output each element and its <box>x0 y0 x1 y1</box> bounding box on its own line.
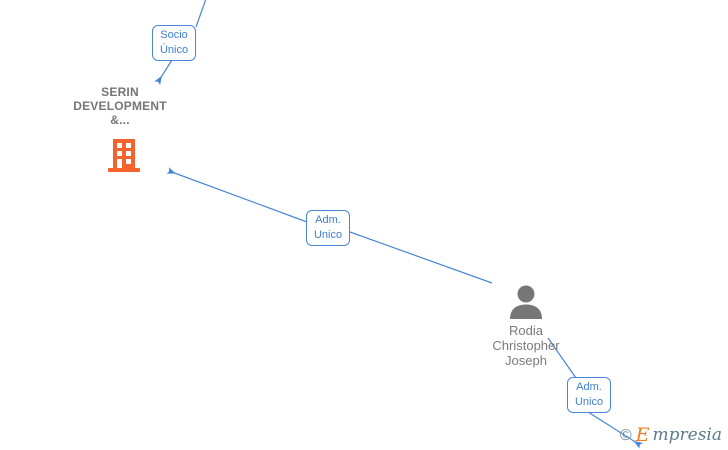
edge-socio-unico-to-company <box>154 59 173 86</box>
relation-label-socio-unico[interactable]: Socio Único <box>152 25 196 61</box>
company-label-line-2: DEVELOPMENT <box>73 99 167 113</box>
person-label-line-2: Christopher <box>492 338 560 353</box>
person-label-line-3: Joseph <box>505 353 547 368</box>
edge-admunico-center-to-company <box>166 167 308 223</box>
building-icon[interactable] <box>106 139 142 178</box>
relation-label-adm-unico-bottom[interactable]: Adm. Unico <box>567 377 611 413</box>
edge-person-to-company <box>349 231 493 284</box>
relation-label-adm-unico-bottom-line-2: Unico <box>574 396 604 408</box>
relation-label-adm-unico-center-line-2: Unico <box>313 229 343 241</box>
copyright-icon: © <box>619 426 632 444</box>
company-label: SERIN DEVELOPMENT &... <box>35 85 205 127</box>
watermark-empresia: © E mpresia <box>620 426 722 445</box>
person-label-line-1: Rodia <box>509 323 543 338</box>
edge-incoming-top <box>195 0 207 28</box>
person-label: Rodia Christopher Joseph <box>446 323 606 368</box>
relation-label-adm-unico-center[interactable]: Adm. Unico <box>306 210 350 246</box>
person-icon[interactable] <box>508 285 544 324</box>
company-label-line-3: &... <box>110 113 130 127</box>
relation-label-adm-unico-center-line-1: Adm. <box>315 214 341 226</box>
edge-admunico-bottom-outgoing <box>587 411 644 449</box>
relation-label-socio-unico-line-1: Socio <box>160 29 188 41</box>
company-label-line-1: SERIN <box>101 85 139 99</box>
relation-label-socio-unico-line-2: Único <box>159 44 189 56</box>
watermark-brand-initial: E <box>635 424 650 446</box>
watermark-brand-rest: mpresia <box>652 425 723 445</box>
relation-label-adm-unico-bottom-line-1: Adm. <box>576 381 602 393</box>
edge-person-to-admunico-bottom <box>547 337 577 379</box>
